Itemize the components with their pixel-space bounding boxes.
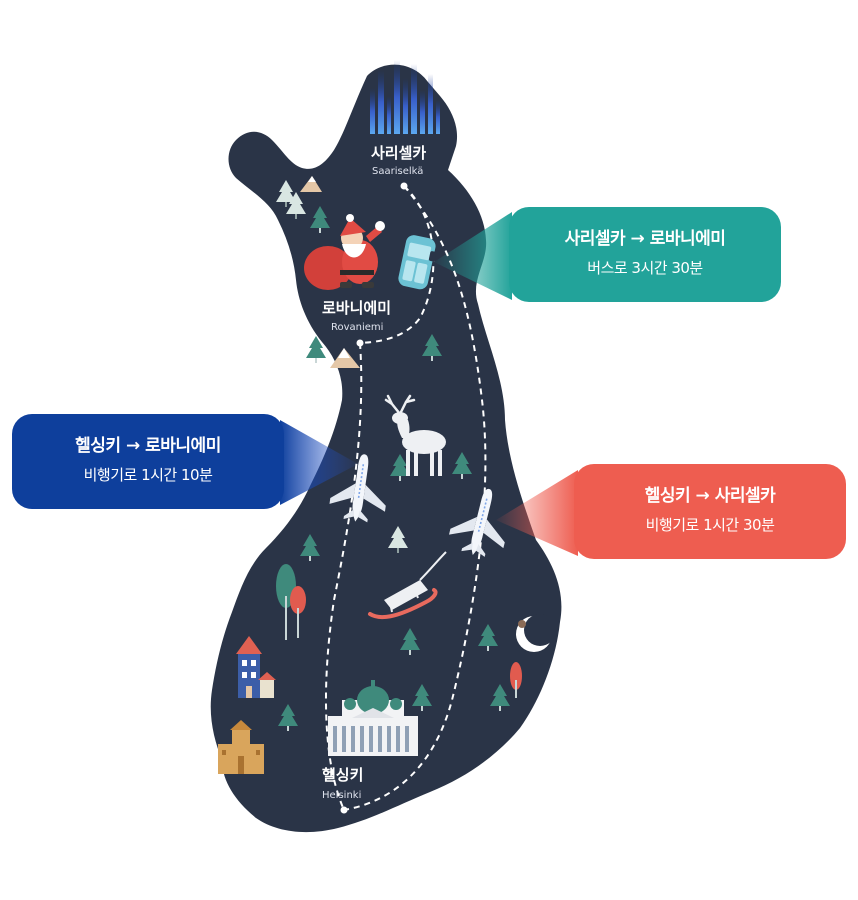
saariselka-label-ko: 사리셀카: [371, 144, 426, 162]
helsinki-label-ko: 헬싱키: [322, 766, 363, 784]
callout-bus-route-title: 사리셀카 → 로바니에미: [564, 229, 726, 249]
callout-flight-rovaniemi: 헬싱키 → 로바니에미 비행기로 1시간 10분: [12, 414, 284, 509]
santa-icon: [304, 214, 385, 290]
callout-flight-saariselka: 헬싱키 → 사리셀카 비행기로 1시간 30분: [574, 464, 846, 559]
rovaniemi-point: [356, 339, 364, 347]
callout-flight-rovaniemi-title: 헬싱키 → 로바니에미: [75, 436, 221, 456]
castle-icon: [218, 720, 264, 774]
route-flight-saariselka: [343, 185, 487, 811]
callout-beam-flight-roi: [280, 420, 358, 505]
callout-bus-route: 사리셀카 → 로바니에미 버스로 3시간 30분: [509, 207, 781, 302]
bus-icon: [398, 235, 437, 290]
reindeer-icon: [384, 394, 446, 476]
callout-bus-route-detail: 버스로 3시간 30분: [587, 259, 703, 277]
route-bus: [359, 185, 435, 344]
cathedral-icon: [328, 680, 418, 756]
helsinki-point: [340, 806, 348, 814]
callout-beam-flight-sar: [496, 470, 578, 556]
rovaniemi-label-en: Rovaniemi: [331, 322, 383, 333]
callout-flight-saariselka-detail: 비행기로 1시간 30분: [645, 516, 775, 534]
mountain-icon: [300, 176, 360, 368]
callout-beam-bus: [434, 212, 512, 300]
house-icon: [236, 636, 276, 698]
saariselka-point: [400, 182, 408, 190]
rovaniemi-label-ko: 로바니에미: [322, 299, 391, 317]
moon-icon: [516, 614, 556, 652]
callout-flight-saariselka-title: 헬싱키 → 사리셀카: [644, 486, 776, 506]
saariselka-label-en: Saariselkä: [372, 166, 423, 177]
helsinki-label-en: Helsinki: [322, 790, 361, 801]
sled-icon: [368, 551, 447, 620]
aurora-icon: [370, 60, 440, 134]
callout-flight-rovaniemi-detail: 비행기로 1시간 10분: [83, 466, 213, 484]
deciduous-tree-icon: [276, 564, 522, 698]
